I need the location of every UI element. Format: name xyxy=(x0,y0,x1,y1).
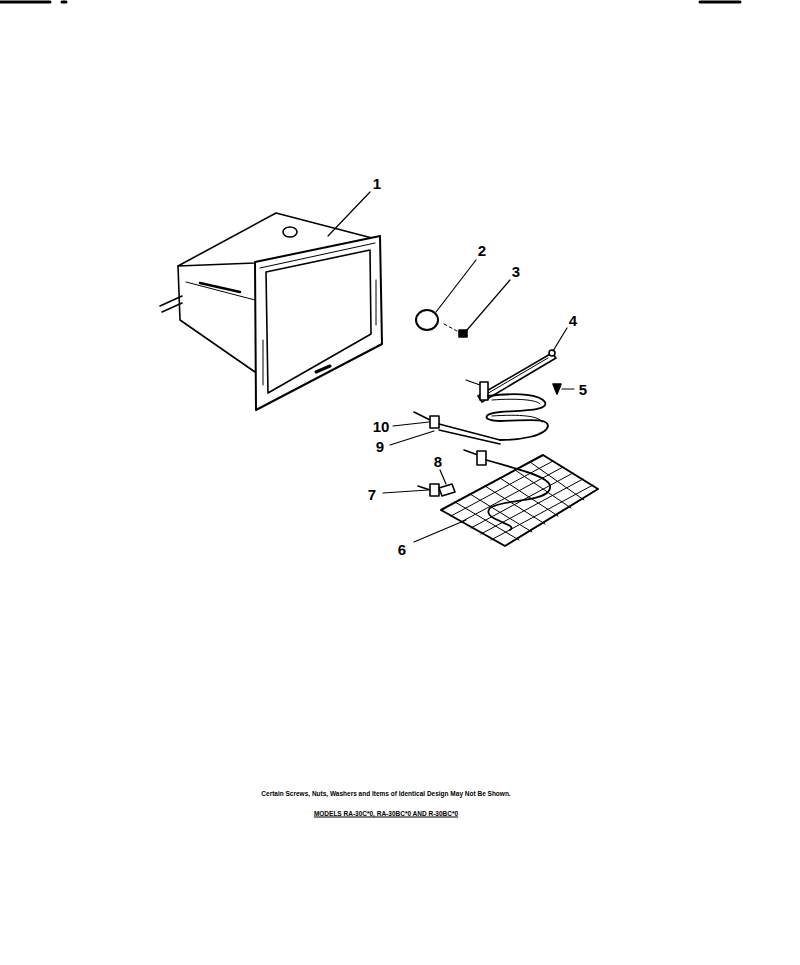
callout-number: 1 xyxy=(373,175,381,192)
callout-number: 3 xyxy=(512,263,520,280)
callout-number: 7 xyxy=(368,486,376,503)
callout-number: 6 xyxy=(398,541,406,558)
callout-number: 8 xyxy=(434,453,442,470)
footnote: Certain Screws, Nuts, Washers and Items … xyxy=(261,790,510,797)
callout-number: 10 xyxy=(373,418,390,435)
model-list: MODELS RA-30C*0, RA-30BC*0 AND R-30BC*0 xyxy=(314,810,458,817)
callout-number: 4 xyxy=(569,312,577,329)
callout-number: 5 xyxy=(579,381,587,398)
callout-number: 2 xyxy=(478,242,486,259)
callout-number: 9 xyxy=(376,438,384,455)
